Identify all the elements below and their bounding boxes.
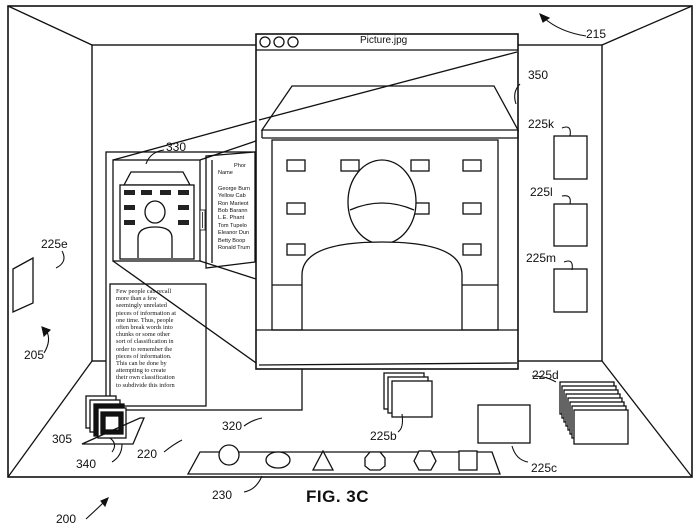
doc-line: sort of classification in xyxy=(116,338,174,346)
doc-line: attempting to create xyxy=(116,367,167,375)
document-body-text: Few people can recall more than a few se… xyxy=(116,288,200,404)
phone-list-text: Phor Name George Burn Yellow Cab Ron Mar… xyxy=(218,163,258,252)
phone-list-name: Tom Tupelo xyxy=(218,222,247,229)
window-minimize-button[interactable] xyxy=(273,36,285,48)
label-225l: 225l xyxy=(530,185,553,199)
tray-340 xyxy=(81,417,145,445)
phone-list-name: Betty Boop xyxy=(218,237,246,244)
shape-shelf-230[interactable] xyxy=(186,444,501,475)
phone-list-column: Name xyxy=(218,170,233,177)
label-305: 305 xyxy=(52,432,73,446)
doc-line: seemingly unrelated xyxy=(116,302,167,310)
phone-list-name: Eleanor Dun xyxy=(218,230,250,237)
phone-list-name: L.E. Phant xyxy=(218,215,245,222)
label-225d: 225d xyxy=(532,368,559,382)
label-225b: 225b xyxy=(370,429,397,443)
phone-list-name: George Burn xyxy=(218,185,251,192)
label-205: 205 xyxy=(24,348,45,362)
hexagon-shape-icon[interactable] xyxy=(413,450,437,471)
picture-window-350[interactable] xyxy=(255,33,520,370)
label-320: 320 xyxy=(222,419,243,433)
label-225k: 225k xyxy=(528,117,555,131)
square-shape-icon[interactable] xyxy=(458,450,478,471)
doc-line: This can be done by xyxy=(116,360,167,368)
doc-line: more than a few xyxy=(116,295,157,303)
text-document-page[interactable] xyxy=(109,283,207,407)
label-200: 200 xyxy=(56,512,77,526)
phone-list-name: Ronald Trum xyxy=(218,245,251,252)
label-225c: 225c xyxy=(531,461,558,475)
wall-document-225m[interactable] xyxy=(553,268,588,313)
phone-list-document[interactable] xyxy=(205,151,256,269)
ellipse-shape-icon[interactable] xyxy=(265,451,291,469)
wall-document-225l[interactable] xyxy=(553,203,588,247)
octagon-shape-icon[interactable] xyxy=(364,451,386,471)
label-340: 340 xyxy=(76,457,97,471)
label-330: 330 xyxy=(166,140,187,154)
phone-list-name: Bob Barann xyxy=(218,208,248,215)
label-350: 350 xyxy=(528,68,549,82)
phone-list-header: Phor xyxy=(234,163,246,169)
label-225e: 225e xyxy=(41,237,68,251)
figure-caption: FIG. 3C xyxy=(306,487,370,506)
floor-stack-225d[interactable] xyxy=(559,381,629,445)
phone-list-name: Ron Marieot xyxy=(218,200,249,207)
doc-line: to subdivide this inforn xyxy=(116,381,175,389)
link-arrow-icon[interactable] xyxy=(199,209,206,231)
phone-list-name: Yellow Cab xyxy=(218,193,246,200)
doc-line: order to remember the xyxy=(116,345,173,353)
document-stack-305[interactable] xyxy=(85,395,127,439)
wall-document-225e[interactable] xyxy=(12,256,34,314)
doc-line: pieces of information at xyxy=(116,309,176,317)
circle-shape-icon[interactable] xyxy=(218,444,240,466)
window-close-button[interactable] xyxy=(259,36,271,48)
label-220: 220 xyxy=(137,447,158,461)
floor-document-225b[interactable] xyxy=(383,372,433,418)
floor-document-225c[interactable] xyxy=(477,404,531,444)
window-title: Picture.jpg xyxy=(360,35,408,46)
leader-lines xyxy=(41,12,587,520)
doc-line: Few people can recall xyxy=(116,288,172,295)
picture-thumbnail-330[interactable] xyxy=(112,159,201,262)
wall-document-225k[interactable] xyxy=(553,135,588,180)
window-maximize-button[interactable] xyxy=(287,36,299,48)
doc-line: one time. Thus, people xyxy=(116,316,174,324)
doc-line: pieces of information. xyxy=(116,352,172,360)
doc-line: their own classification xyxy=(116,374,175,382)
label-230: 230 xyxy=(212,488,233,502)
doc-line: often break words into xyxy=(116,324,173,332)
doc-line: chunks or some other xyxy=(116,331,171,339)
label-215: 215 xyxy=(586,27,607,41)
label-225m: 225m xyxy=(526,251,557,265)
triangle-shape-icon[interactable] xyxy=(311,449,335,471)
